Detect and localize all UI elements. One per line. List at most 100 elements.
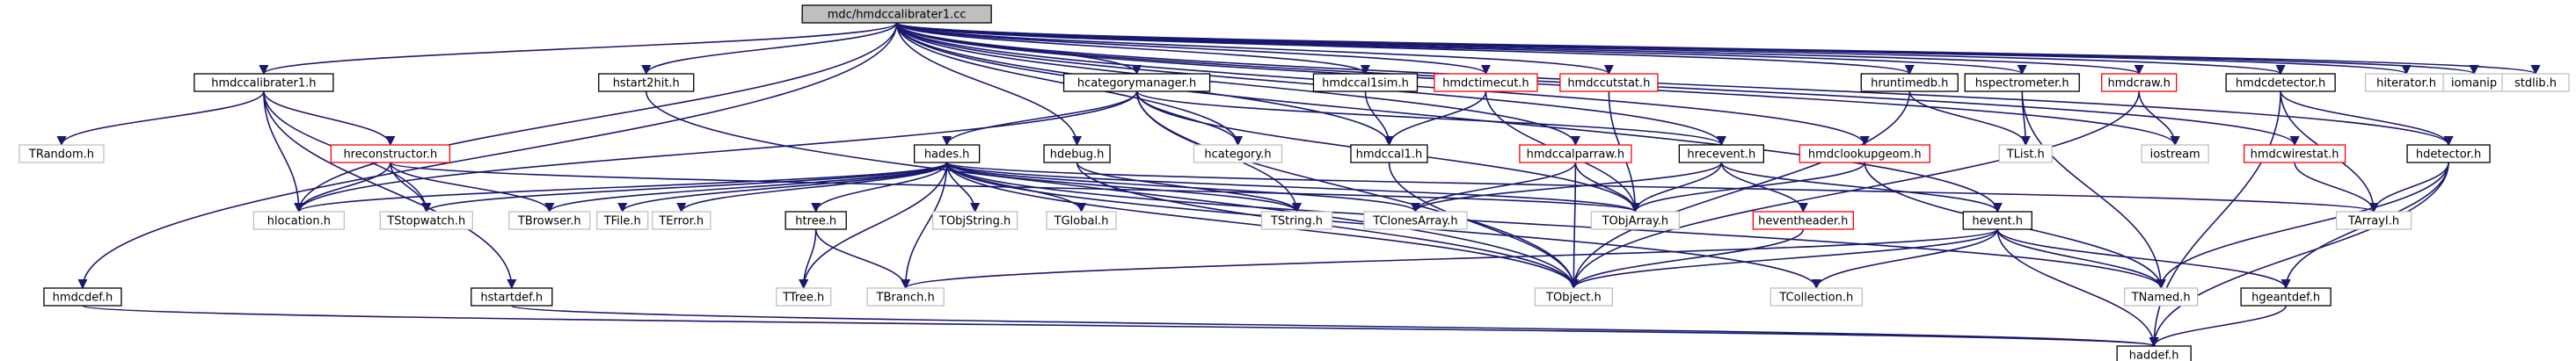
node-hstart2hit-h[interactable]: hstart2hit.h [598, 73, 695, 92]
node-hmdctimecut-h[interactable]: hmdctimecut.h [1434, 73, 1538, 92]
edge-hevent-h-to-tobject-h [1568, 228, 1999, 290]
node-box [2116, 345, 2192, 361]
node-hstartdef-h[interactable]: hstartdef.h [471, 287, 553, 307]
edge-htree-h-to-ttree-h [799, 228, 817, 290]
edge-hmdcdef-h-to-haddef-h [82, 305, 2158, 348]
node-label: hmdccalparraw.h [1527, 148, 1624, 162]
node-label: hstart2hit.h [613, 77, 680, 90]
node-box [776, 287, 832, 307]
node-box [652, 211, 712, 230]
node-label: hmdcwirestat.h [2251, 148, 2339, 162]
node-hmdccal1sim-h[interactable]: hmdccal1sim.h [1312, 73, 1419, 92]
edge-htree-h-to-tbranch-h [814, 228, 911, 290]
node-hmdccalparraw-h[interactable]: hmdccalparraw.h [1519, 144, 1632, 163]
node-label: hgeantdef.h [2251, 292, 2320, 305]
node-label: hmdctimecut.h [1442, 77, 1529, 90]
node-hmdcwirestat-h[interactable]: hmdcwirestat.h [2243, 144, 2346, 163]
node-label: hmdclookupgeom.h [1808, 148, 1922, 162]
node-label: TBranch.h [876, 292, 935, 305]
node-hmdccutstat-h[interactable]: hmdccutstat.h [1559, 73, 1659, 92]
edge-mdc-hmdccalibrater1-cc-to-hmdccal1sim-h [895, 22, 1370, 76]
node-hmdcdef-h[interactable]: hmdcdef.h [43, 287, 122, 307]
node-haddef-h[interactable]: haddef.h [2116, 345, 2192, 361]
node-label: TString.h [1270, 215, 1323, 228]
node-hevent-h[interactable]: hevent.h [1962, 211, 2032, 230]
node-tobject-h: TObject.h [1534, 287, 1614, 307]
edge-mdc-hmdccalibrater1-cc-to-hevent-h [895, 22, 2003, 213]
node-tnamed-h: TNamed.h [2124, 287, 2199, 307]
node-label: TClonesArray.h [1372, 215, 1457, 228]
node-box [1062, 73, 1211, 92]
node-box [1770, 287, 1863, 307]
node-box [931, 211, 1018, 230]
node-mdc-hmdccalibrater1-cc[interactable]: mdc/hmdccalibrater1.cc [801, 4, 992, 24]
node-box [1193, 144, 1283, 163]
node-hrecevent-h[interactable]: hrecevent.h [1678, 144, 1764, 163]
node-label: hstartdef.h [480, 292, 543, 305]
node-label: hlocation.h [267, 215, 331, 228]
edge-hmdccalibrater1-h-to-hreconstructor-h [263, 90, 396, 147]
node-label: hdebug.h [1050, 148, 1105, 162]
node-htree-h[interactable]: htree.h [784, 211, 847, 230]
edge-hdetector-h-to-haddef-h [2149, 162, 2449, 348]
edge-hreconstructor-h-to-tbrowser-h [390, 162, 555, 213]
node-hmdclookupgeom-h[interactable]: hmdclookupgeom.h [1799, 144, 1930, 163]
node-hiterator-h: hiterator.h [2364, 73, 2448, 92]
node-box [596, 211, 649, 230]
edge-hevent-h-to-tnamed-h [1996, 228, 2166, 290]
node-box [508, 211, 591, 230]
node-label: hcategory.h [1204, 148, 1271, 162]
node-hruntimedb-h[interactable]: hruntimedb.h [1860, 73, 1959, 92]
edge-mdc-hmdccalibrater1-cc-to-hstart2hit-h [641, 22, 898, 76]
node-label: iomanip [2451, 77, 2497, 90]
node-hmdcdetector-h[interactable]: hmdcdetector.h [2225, 73, 2336, 92]
node-hmdccalibrater1-h[interactable]: hmdccalibrater1.h [193, 73, 334, 92]
edge-hspectrometer-h-to-tnamed-h [2021, 90, 2166, 290]
edge-mdc-hmdccalibrater1-cc-to-hmdctimecut-h [895, 22, 1491, 76]
node-hlocation-h: hlocation.h [252, 211, 346, 230]
node-hmdcraw-h[interactable]: hmdcraw.h [2101, 73, 2178, 92]
edge-mdc-hmdccalibrater1-cc-to-hdetector-h [895, 22, 2454, 147]
node-box [1860, 73, 1959, 92]
node-box [2141, 144, 2209, 163]
node-label: hmdcdef.h [53, 292, 113, 305]
edge-hdetector-h-to-tnamed-h [2156, 162, 2449, 290]
edge-mdc-hmdccalibrater1-cc-to-hmdccutstat-h [895, 22, 1614, 76]
node-box [1434, 73, 1538, 92]
node-hspectrometer-h[interactable]: hspectrometer.h [1964, 73, 2080, 92]
node-heventheader-h[interactable]: heventheader.h [1752, 211, 1854, 230]
node-label: hmdcraw.h [2107, 77, 2170, 90]
node-tstring-h: TString.h [1260, 211, 1333, 230]
node-hcategory-h: hcategory.h [1193, 144, 1283, 163]
node-label: hmdccutstat.h [1567, 77, 1650, 90]
node-box [43, 287, 122, 307]
node-label: TArrayI.h [2347, 215, 2399, 228]
node-box [2243, 144, 2346, 163]
node-hreconstructor-h[interactable]: hreconstructor.h [330, 144, 450, 163]
edge-hstartdef-h-to-haddef-h [511, 305, 2158, 348]
edge-hades-h-to-tstring-h [945, 162, 1302, 213]
node-hcategorymanager-h[interactable]: hcategorymanager.h [1062, 73, 1211, 92]
node-label: TObjArray.h [1602, 215, 1669, 228]
edge-hevent-h-to-tcollection-h [1811, 228, 1999, 290]
edge-hades-h-to-tnamed-h [945, 162, 2166, 290]
node-hmdccal1-h[interactable]: hmdccal1.h [1350, 144, 1428, 163]
node-hdetector-h[interactable]: hdetector.h [2406, 144, 2491, 163]
node-hdebug-h[interactable]: hdebug.h [1043, 144, 1111, 163]
node-label: TNamed.h [2131, 292, 2191, 305]
node-box [1363, 211, 1468, 230]
edge-hcategorymanager-h-to-hrecevent-h [1135, 90, 1726, 147]
node-label: hiterator.h [2376, 77, 2436, 90]
node-box [330, 144, 450, 163]
node-hades-h[interactable]: hades.h [913, 144, 981, 163]
node-hgeantdef-h[interactable]: hgeantdef.h [2240, 287, 2332, 307]
node-tbrowser-h: TBrowser.h [508, 211, 591, 230]
edge-hcategorymanager-h-to-hlocation-h [294, 90, 1138, 213]
edge-hades-h-to-ttree-h [799, 162, 948, 290]
edge-hmdctimecut-h-to-hmdccal1-h [1383, 90, 1487, 147]
edge-mdc-hmdccalibrater1-cc-to-hrecevent-h [895, 22, 1726, 147]
edge-hmdccalparraw-h-to-tclonesarray-h [1410, 162, 1577, 213]
edge-hmdcraw-h-to-iostream [2138, 90, 2180, 147]
edge-heventheader-h-to-tobject-h [1568, 228, 1805, 290]
node-box [18, 144, 105, 163]
